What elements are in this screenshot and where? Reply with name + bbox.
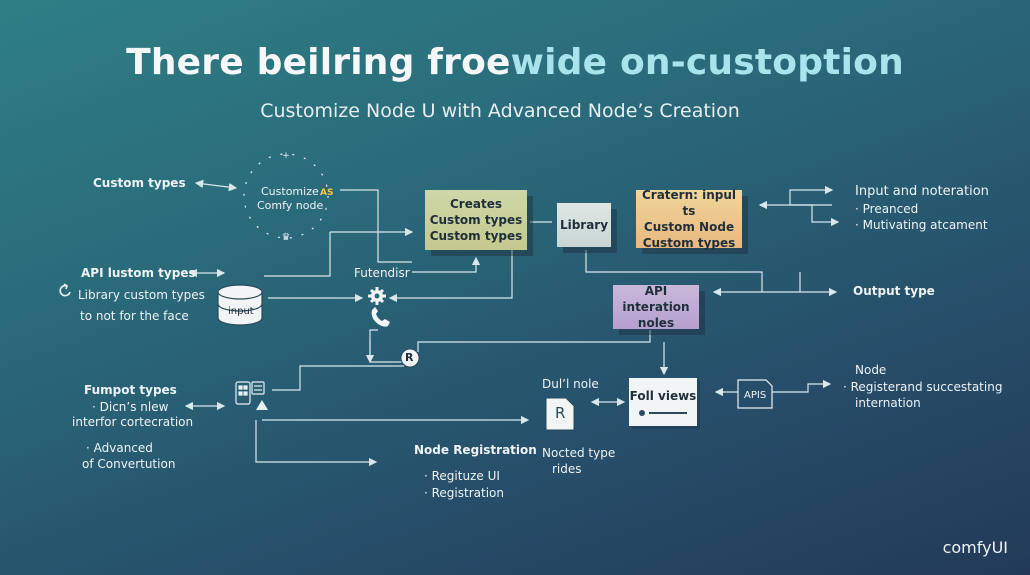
label-fumpot-types: Fumpot types bbox=[84, 383, 177, 397]
box-creates-line-3: Custom types bbox=[429, 229, 523, 243]
label-regituze-ui: · Regituze UI bbox=[424, 469, 500, 483]
box-cratern-line-3: Custom types bbox=[642, 236, 736, 250]
label-input: input bbox=[228, 306, 254, 317]
box-foll-label: Foll views bbox=[629, 389, 697, 403]
label-library-custom-types: Library custom types bbox=[78, 288, 205, 302]
customize-dotted-circle bbox=[243, 153, 329, 239]
box-creates-line-1: Creates bbox=[450, 197, 502, 211]
label-internation: internation bbox=[855, 396, 921, 410]
label-apis: APIS bbox=[744, 390, 767, 401]
slider-bar-icon bbox=[639, 410, 687, 416]
label-convertution: of Convertution bbox=[82, 457, 176, 471]
label-node: Node bbox=[855, 363, 887, 377]
svg-text:+: + bbox=[282, 151, 290, 161]
connector-creates-gear bbox=[388, 250, 513, 303]
box-cratern-line-1: Cratern: inpul ts bbox=[641, 188, 737, 218]
label-as: AS bbox=[320, 188, 334, 198]
box-library[interactable]: Library bbox=[557, 203, 611, 247]
connector-left-input bbox=[264, 232, 331, 277]
crown-icon: ♛ bbox=[282, 232, 291, 243]
page-title: There beilring froewide on-custoption bbox=[126, 42, 904, 83]
box-foll-views[interactable]: Foll views bbox=[629, 378, 697, 426]
label-interfor: interfor cortecration bbox=[72, 415, 194, 429]
label-preanced: · Preanced bbox=[855, 202, 919, 216]
label-registration: · Registration bbox=[424, 486, 504, 500]
page-subtitle: Customize Node U with Advanced Node’s Cr… bbox=[260, 100, 740, 122]
label-customize: Customize bbox=[261, 185, 319, 198]
connector-r-api bbox=[417, 330, 651, 352]
document-icon bbox=[545, 397, 575, 431]
label-registerand: · Registerand succestating bbox=[843, 380, 1003, 394]
connector-futendisr-up bbox=[412, 256, 481, 273]
label-futendisr: Futendisr bbox=[354, 266, 410, 280]
connector-gear-r bbox=[369, 329, 404, 363]
label-api-lustom-types: API lustom types bbox=[81, 266, 196, 280]
connector-circle-futendisr bbox=[340, 189, 412, 263]
label-node-registration: Node Registration bbox=[414, 443, 537, 457]
refresh-icon bbox=[59, 283, 71, 297]
connector-r-icon bbox=[272, 365, 404, 391]
connector-custom-types bbox=[194, 179, 238, 192]
apis-doc-icon bbox=[737, 379, 773, 409]
label-nocted-type: Nocted type bbox=[542, 446, 616, 460]
gear-icon bbox=[368, 287, 386, 305]
label-rides: rides bbox=[552, 462, 582, 476]
label-dicns-nlew: · Dicn’s nlew bbox=[92, 400, 169, 414]
label-not-for-face: to not for the face bbox=[80, 309, 189, 323]
box-api-line-1: API interation bbox=[622, 284, 690, 314]
label-custom-types: Custom types bbox=[93, 176, 186, 190]
box-creates-line-2: Custom types bbox=[429, 213, 523, 227]
connector-icon-registration bbox=[255, 420, 378, 467]
brand-logo-text: comfyUI bbox=[942, 538, 1008, 557]
label-output-type: Output type bbox=[853, 284, 935, 298]
box-cratern-line-2: Custom Node bbox=[643, 220, 735, 234]
label-comfy-node: Comfy node bbox=[257, 199, 324, 212]
triangle-icon bbox=[256, 400, 268, 410]
box-library-label: Library bbox=[559, 218, 609, 232]
r-badge-letter: R bbox=[405, 351, 414, 364]
r-badge-circle bbox=[400, 348, 420, 368]
label-mutivating: · Mutivating atcament bbox=[855, 218, 988, 232]
connector-library bbox=[585, 250, 763, 292]
document-letter: R bbox=[555, 404, 566, 422]
label-advanced: · Advanced bbox=[86, 441, 153, 455]
box-api-line-2: noles bbox=[637, 316, 675, 330]
device-grid-icon bbox=[235, 381, 265, 405]
database-icon bbox=[217, 284, 263, 326]
phone-icon bbox=[371, 307, 390, 327]
box-api-interation[interactable]: API interation noles bbox=[613, 284, 699, 330]
label-input-noteration: Input and noteration bbox=[855, 184, 989, 199]
label-dull-nole: Dul’l nole bbox=[542, 377, 599, 391]
